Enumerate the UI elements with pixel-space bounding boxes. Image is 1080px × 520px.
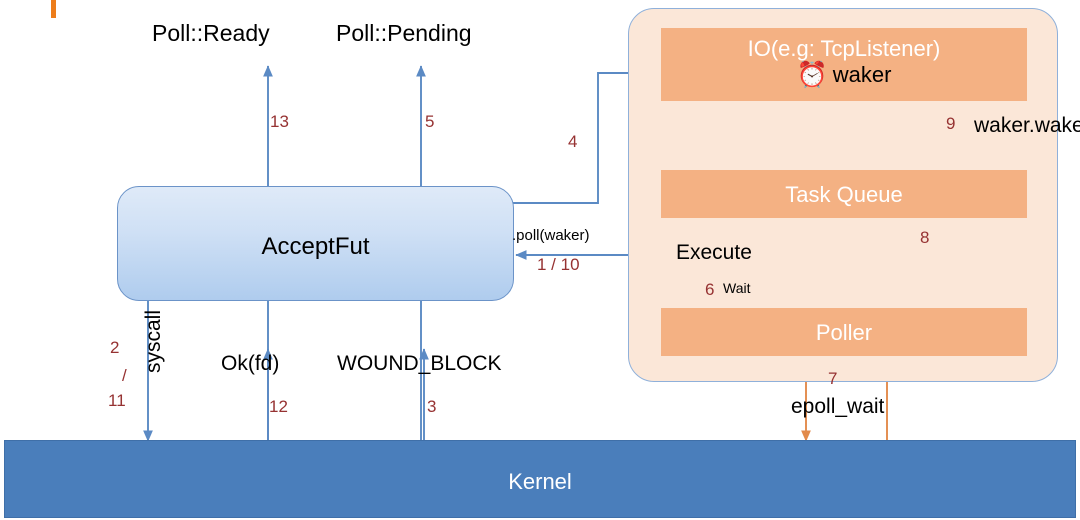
syscall-label: syscall [142, 310, 165, 374]
step-5: 5 [425, 112, 435, 131]
execute-label: Execute [676, 241, 752, 264]
step-9: 9 [946, 114, 956, 133]
corner-accent-tick [51, 0, 56, 18]
step-3: 3 [427, 397, 437, 416]
wait-label: Wait [723, 280, 751, 296]
waker-label: waker [832, 62, 892, 87]
poll-ready-label: Poll::Ready [152, 20, 270, 46]
poll-pending-label: Poll::Pending [336, 20, 472, 46]
wound-block-label: WOUND_BLOCK [337, 352, 502, 375]
task-queue-label: Task Queue [785, 182, 903, 207]
kernel-label: Kernel [508, 469, 572, 494]
waker-row[interactable]: ⏰ waker [661, 58, 1027, 92]
step-7: 7 [828, 369, 838, 388]
acceptfut-label: AcceptFut [261, 233, 370, 260]
step-4: 4 [568, 132, 578, 151]
io-node[interactable]: IO(e.g: TcpListener) [661, 28, 1027, 101]
step-12: 12 [269, 397, 288, 416]
step-6: 6 [705, 280, 715, 299]
acceptfut-node[interactable]: AcceptFut [117, 186, 514, 301]
ok-fd-label: Ok(fd) [221, 352, 280, 375]
step-13: 13 [270, 112, 289, 131]
poll-waker-label: .poll(waker) [512, 227, 590, 244]
task-queue-node[interactable]: Task Queue [661, 170, 1027, 218]
alarm-clock-icon: ⏰ [796, 60, 828, 89]
epoll-wait-label: epoll_wait [791, 395, 885, 418]
step-11: 11 [108, 391, 126, 410]
poller-label: Poller [815, 320, 873, 345]
poller-node[interactable]: Poller [661, 308, 1027, 356]
io-label: IO(e.g: TcpListener) [747, 36, 941, 61]
kernel-node[interactable]: Kernel [4, 440, 1076, 518]
step-2-11-slash: / [122, 366, 127, 385]
step-1-10: 1 / 10 [537, 255, 580, 274]
step-2: 2 [110, 338, 120, 357]
step-8: 8 [920, 228, 930, 247]
waker-wake-label: waker.wake( [974, 114, 1080, 137]
